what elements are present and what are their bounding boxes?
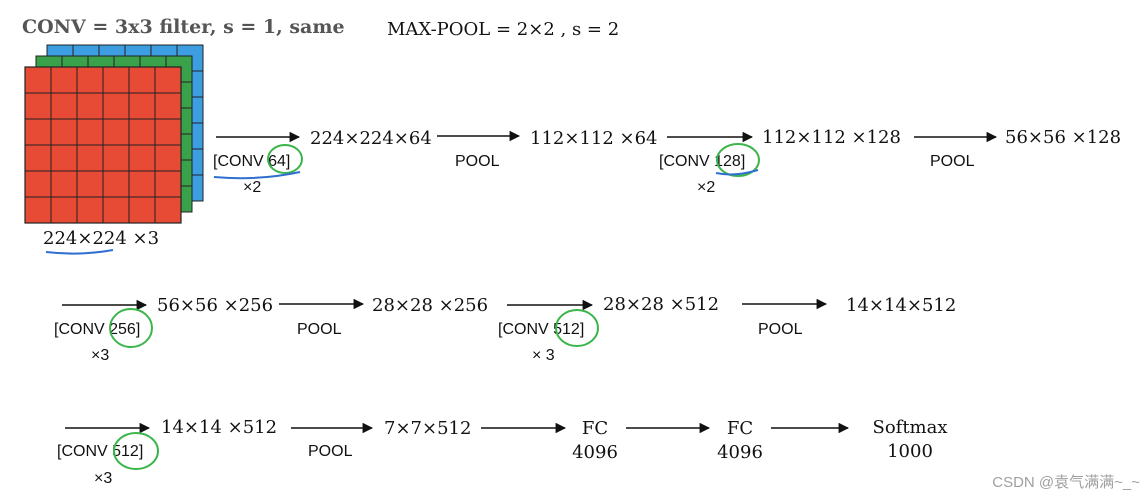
row3-fc2-units: 4096 — [717, 442, 763, 463]
row3-shape-14x14x512: 14×14 ×512 — [161, 417, 277, 438]
row1-shape-112x112x128: 112×112 ×128 — [762, 127, 901, 148]
row2-conv256-circle-annotation — [109, 308, 153, 348]
blue-channel-edge-grid — [72, 45, 203, 176]
row2-conv512-times: × 3 — [532, 347, 555, 364]
row2-conv512-label: [CONV 512] — [498, 321, 584, 338]
row1-conv128-times: ×2 — [697, 179, 715, 196]
row1-pool1-label: POOL — [455, 153, 500, 170]
row3-conv512-label: [CONV 512] — [57, 443, 143, 460]
red-channel — [24, 66, 182, 224]
row1-conv64-circle-annotation — [267, 144, 303, 174]
row1-conv128-label: [CONV 128] — [659, 153, 745, 170]
row1-pool2-label: POOL — [930, 153, 975, 170]
row2-shape-56x56x256: 56×56 ×256 — [157, 295, 273, 316]
row1-conv64-times: ×2 — [243, 179, 261, 196]
row3-conv512-circle-annotation — [113, 432, 159, 470]
input-size-label: 224×224 ×3 — [43, 228, 159, 249]
row1-conv64-label: [CONV 64] — [213, 153, 290, 170]
row2-pool4-label: POOL — [758, 321, 803, 338]
row3-fc1-units: 4096 — [572, 442, 618, 463]
row1-shape-56x56x128: 56×56 ×128 — [1005, 127, 1121, 148]
input-image-volume — [24, 44, 204, 224]
row2-shape-28x28x256: 28×28 ×256 — [372, 295, 488, 316]
row2-shape-14x14x512: 14×14×512 — [846, 295, 956, 316]
input-underline-annotation — [45, 249, 114, 255]
csdn-watermark: CSDN @袁气满满~_~ — [992, 474, 1140, 491]
green-channel-edge-grid — [61, 56, 192, 187]
row3-shape-7x7x512: 7×7×512 — [384, 418, 471, 439]
pool-rule-text: MAX-POOL = 2×2 , s = 2 — [387, 19, 619, 40]
row2-conv256-label: [CONV 256] — [54, 321, 140, 338]
row3-softmax-label: Softmax — [872, 417, 947, 438]
row2-shape-28x28x512: 28×28 ×512 — [603, 294, 719, 315]
row2-conv256-times: ×3 — [91, 347, 109, 364]
conv-rule-text: CONV = 3x3 filter, s = 1, same — [22, 16, 345, 38]
row1-conv128-circle-annotation — [716, 143, 760, 177]
row2-conv512-circle-annotation — [555, 309, 599, 347]
row2-pool3-label: POOL — [297, 321, 342, 338]
row3-pool5-label: POOL — [308, 443, 353, 460]
row1-shape-112x112x64: 112×112 ×64 — [530, 128, 658, 149]
row3-conv512-times: ×3 — [94, 470, 112, 487]
row3-fc2-label: FC — [727, 418, 753, 439]
row1-conv128-underline-annotation — [715, 169, 759, 176]
row1-shape-224x224x64: 224×224×64 — [310, 128, 432, 149]
row3-fc1-label: FC — [582, 418, 608, 439]
row1-conv64-underline-annotation — [213, 171, 301, 180]
row3-softmax-units: 1000 — [887, 441, 933, 462]
